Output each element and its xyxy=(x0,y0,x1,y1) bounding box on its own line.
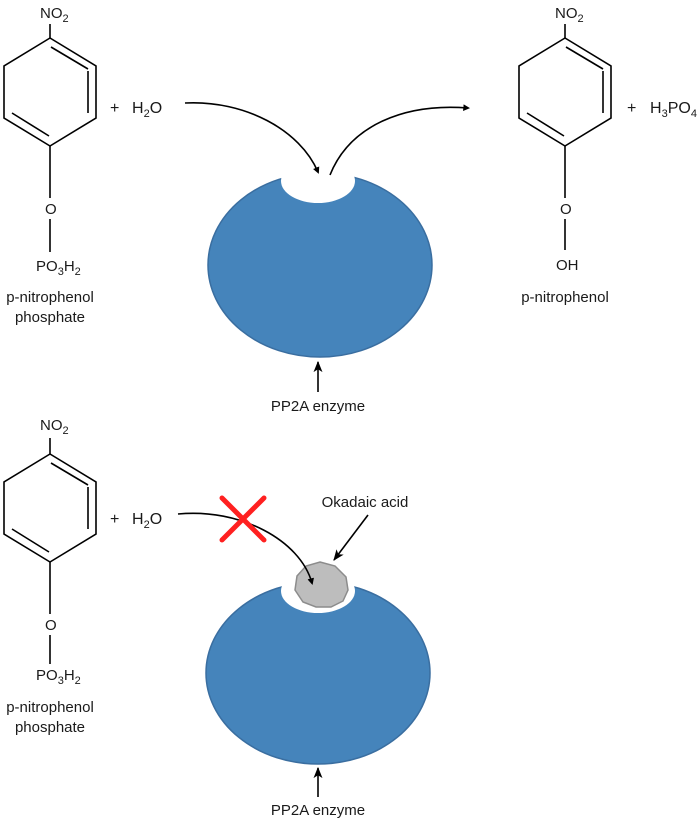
top-substrate-molecule: NO2 O PO3H2 p-nitrophenol phosphate xyxy=(3,5,97,326)
nitro-group-label: NO2 xyxy=(40,417,69,437)
product-molecule: NO2 O OH p-nitrophenol xyxy=(518,5,612,306)
phosphate-group-label: PO3H2 xyxy=(36,258,81,278)
okadaic-acid-molecule xyxy=(294,561,349,608)
product-name: p-nitrophenol xyxy=(521,289,609,306)
plus-sign: + xyxy=(110,100,119,117)
curved-arrow-icon xyxy=(177,512,314,585)
plus-sign: + xyxy=(110,511,119,528)
water-label: H2O xyxy=(132,100,162,120)
substrate-name-line2: phosphate xyxy=(15,309,85,326)
bridge-oxygen-label: O xyxy=(560,201,572,218)
phosphoric-acid-label: H3PO4 xyxy=(650,100,697,120)
substrate-name-line2: phosphate xyxy=(15,719,85,736)
phosphate-group-label: PO3H2 xyxy=(36,667,81,687)
bottom-substrate-molecule: NO2 O PO3H2 p-nitrophenol phosphate xyxy=(3,417,97,736)
substrate-name-line1: p-nitrophenol xyxy=(6,289,94,306)
benzene-ring xyxy=(518,37,612,147)
bottom-pp2a-enzyme xyxy=(205,561,431,765)
bridge-oxygen-label: O xyxy=(45,617,57,634)
substrate-name-line1: p-nitrophenol xyxy=(6,699,94,716)
okadaic-acid-label: Okadaic acid xyxy=(322,494,409,511)
curved-arrow-icon xyxy=(184,102,320,174)
curved-arrow-icon xyxy=(329,104,471,176)
benzene-ring xyxy=(3,453,97,563)
water-label: H2O xyxy=(132,511,162,531)
active-site-pocket xyxy=(281,159,355,203)
label-pointer-arrow xyxy=(333,514,369,561)
nitro-group-label: NO2 xyxy=(555,5,584,25)
top-pp2a-enzyme xyxy=(207,159,433,358)
bridge-oxygen-label: O xyxy=(45,201,57,218)
red-x-icon xyxy=(219,495,267,543)
hydroxyl-group-label: OH xyxy=(556,257,579,274)
nitro-group-label: NO2 xyxy=(40,5,69,25)
plus-sign: + xyxy=(627,100,636,117)
benzene-ring xyxy=(3,37,97,147)
enzyme-label: PP2A enzyme xyxy=(271,398,365,415)
enzyme-label: PP2A enzyme xyxy=(271,802,365,819)
